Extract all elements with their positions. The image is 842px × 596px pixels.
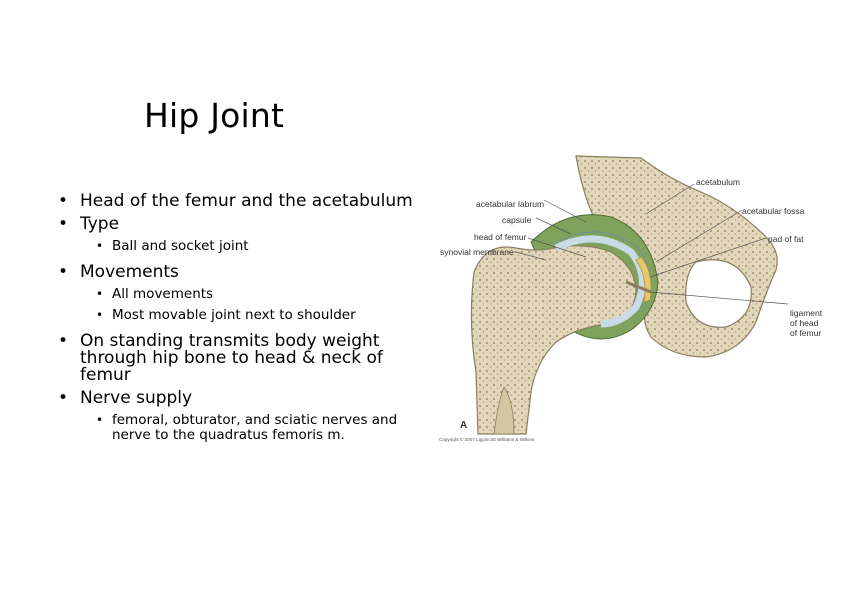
obturator-foramen (685, 259, 752, 328)
sub-bullet-dot: • (96, 239, 104, 253)
ligament-of-head (625, 280, 652, 294)
bullet-dot: • (58, 214, 69, 234)
label-acetabular-fossa: acetabular fossa (742, 206, 805, 216)
bullet-list: • Head of the femur and the acetabulum •… (58, 187, 418, 443)
sub-bullet-dot: • (96, 308, 104, 322)
sub-bullet-dot: • (96, 413, 104, 427)
slide-title: Hip Joint (144, 96, 285, 135)
hip-joint-illustration: acetabulum acetabular labrum acetabular … (436, 152, 842, 448)
bullet-text: Movements (80, 262, 179, 282)
bullet-dot: • (58, 388, 69, 408)
bullet-item: • Type (58, 216, 418, 233)
bullet-text: On standing transmits body weight throug… (80, 331, 383, 385)
copyright-text: Copyright © 2007 Lippincott Williams & W… (439, 436, 535, 442)
sub-bullet-text: Ball and socket joint (112, 238, 249, 254)
panel-letter: A (460, 420, 467, 431)
sub-bullet-text: All movements (112, 286, 214, 302)
bullet-item: • Movements (58, 264, 418, 281)
bullet-dot: • (58, 262, 69, 282)
sub-bullet-text: femoral, obturator, and sciatic nerves a… (112, 412, 398, 443)
label-ligament-line1: ligament (790, 308, 823, 318)
bullet-item: • On standing transmits body weight thro… (58, 333, 418, 384)
label-ligament-line3: of femur (790, 328, 821, 338)
sub-bullet-item: • Ball and socket joint (58, 239, 418, 254)
sub-bullet-item: • All movements (58, 287, 418, 302)
label-head-of-femur: head of femur (474, 232, 527, 242)
bullet-text: Type (80, 214, 120, 234)
sub-bullet-dot: • (96, 287, 104, 301)
bullet-item: • Nerve supply (58, 390, 418, 407)
bullet-dot: • (58, 331, 69, 351)
bullet-item: • Head of the femur and the acetabulum (58, 193, 418, 210)
bullet-text: Head of the femur and the acetabulum (80, 191, 413, 211)
label-pad-of-fat: pad of fat (768, 234, 804, 244)
label-acetabulum: acetabulum (696, 177, 740, 187)
label-synovial-membrane: synovial membrane (440, 247, 514, 257)
label-capsule: capsule (502, 215, 532, 225)
label-acetabular-labrum: acetabular labrum (476, 199, 544, 209)
femoral-head-cartilage (554, 235, 646, 328)
bullet-dot: • (58, 191, 69, 211)
sub-bullet-item: • femoral, obturator, and sciatic nerves… (58, 413, 418, 443)
hip-joint-svg: acetabulum acetabular labrum acetabular … (439, 155, 823, 442)
femur (470, 245, 637, 435)
sub-bullet-text: Most movable joint next to shoulder (112, 307, 356, 323)
sub-bullet-item: • Most movable joint next to shoulder (58, 308, 418, 323)
bullet-text: Nerve supply (80, 388, 193, 408)
label-ligament-line2: of head (790, 318, 819, 328)
